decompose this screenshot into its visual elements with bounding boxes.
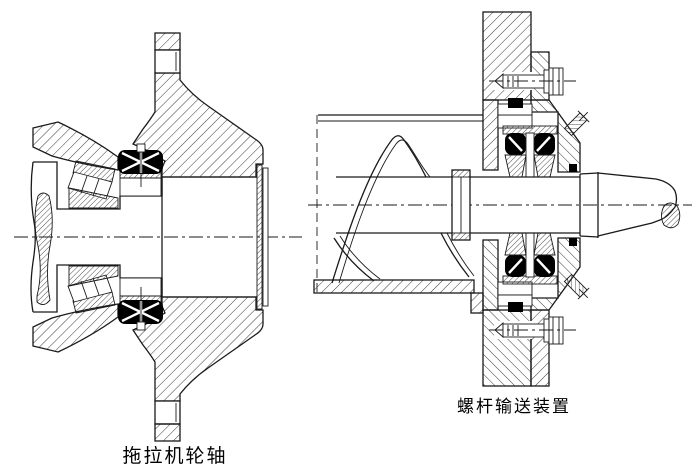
shaft-collar (451, 169, 471, 241)
retainer-ring (256, 164, 263, 310)
taper-bearing-bottom (67, 265, 119, 314)
seal-top (118, 143, 163, 197)
knuckle-arm-bottom (32, 303, 119, 353)
end-washer (262, 167, 269, 307)
grease-fitting-top (563, 110, 590, 137)
tractor-axle-drawing (14, 32, 302, 442)
auger-flight (331, 135, 475, 284)
caption-screw-conveyor: 螺杆输送装置 (457, 397, 571, 416)
taper-bearing-top (67, 160, 119, 209)
bearing-top (494, 72, 577, 178)
output-shaft (470, 172, 681, 238)
knuckle-arm-top (32, 121, 119, 171)
axle-shaft-section (30, 161, 257, 313)
hub-section (132, 32, 269, 442)
caption-tractor-axle: 拖拉机轮轴 (122, 446, 228, 467)
seal-bottom (118, 277, 163, 331)
mount-bolt-top (489, 67, 576, 96)
screw-conveyor-drawing (308, 11, 692, 387)
mount-bolt-bottom (489, 316, 576, 345)
grease-fitting-bottom (563, 273, 590, 300)
conveyor-tube (313, 114, 484, 314)
